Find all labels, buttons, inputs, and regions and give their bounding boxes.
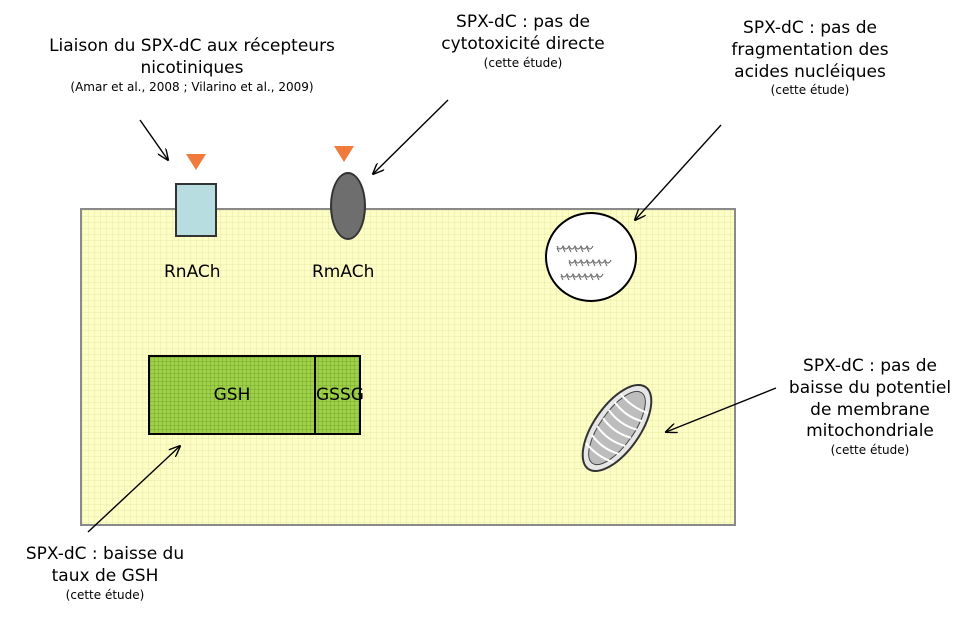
note-gsh: SPX-dC : baisse du taux de GSH (cette ét… [0, 544, 210, 603]
glutathione-box: GSH GSSG [148, 355, 364, 435]
note-cytotox-ref: (cette étude) [483, 55, 563, 70]
ligand-triangle-icon [186, 154, 206, 170]
note-fragmentation-line3: acides nucléiques [734, 61, 886, 82]
gssg-cell: GSSG [316, 385, 364, 405]
receptor-muscarinic-label: RmACh [312, 262, 375, 282]
note-mito-line3: de membrane [810, 399, 930, 420]
note-mito-ref: (cette étude) [830, 443, 910, 457]
note-mito-line2: baisse du potentiel [788, 377, 952, 398]
note-gsh-line2: taux de GSH [51, 565, 159, 586]
arrow-fragmentation [635, 124, 722, 220]
note-mito: SPX-dC : pas de baisse du potentiel de m… [768, 356, 972, 458]
note-fragmentation-line1: SPX-dC : pas de [743, 18, 877, 38]
note-cytotox: SPX-dC : pas de cytotoxicité directe (ce… [398, 12, 648, 71]
note-binding-ref: (Amar et al., 2008 ; Vilarino et al., 20… [70, 79, 314, 94]
arrow-mito [666, 387, 777, 432]
nucleus-icon [545, 212, 637, 302]
arrow-cytotox [373, 99, 449, 174]
note-binding: Liaison du SPX-dC aux récepteurs nicotin… [0, 36, 384, 95]
note-fragmentation-ref: (cette étude) [770, 83, 850, 98]
mitochondrion-icon [581, 383, 653, 473]
arrow-gsh [87, 446, 180, 533]
note-binding-line1: Liaison du SPX-dC aux récepteurs [49, 36, 335, 56]
note-binding-line2: nicotiniques [140, 57, 244, 78]
note-mito-line1: SPX-dC : pas de [803, 356, 937, 376]
gsh-cell: GSH [150, 357, 316, 433]
note-cytotox-line2: cytotoxicité directe [441, 33, 605, 54]
note-cytotox-line1: SPX-dC : pas de [456, 12, 590, 32]
note-gsh-ref: (cette étude) [65, 587, 145, 602]
note-gsh-line1: SPX-dC : baisse du [25, 544, 185, 564]
dna-strands-icon [556, 244, 612, 281]
nicotinic-receptor [175, 183, 217, 237]
muscarinic-receptor [330, 172, 366, 240]
note-fragmentation-line2: fragmentation des [731, 39, 889, 60]
note-fragmentation: SPX-dC : pas de fragmentation des acides… [690, 18, 930, 99]
arrow-binding [139, 119, 168, 160]
ligand-triangle-icon [334, 146, 354, 162]
note-mito-line4: mitochondriale [806, 421, 934, 442]
receptor-nicotinic-label: RnACh [164, 262, 221, 282]
